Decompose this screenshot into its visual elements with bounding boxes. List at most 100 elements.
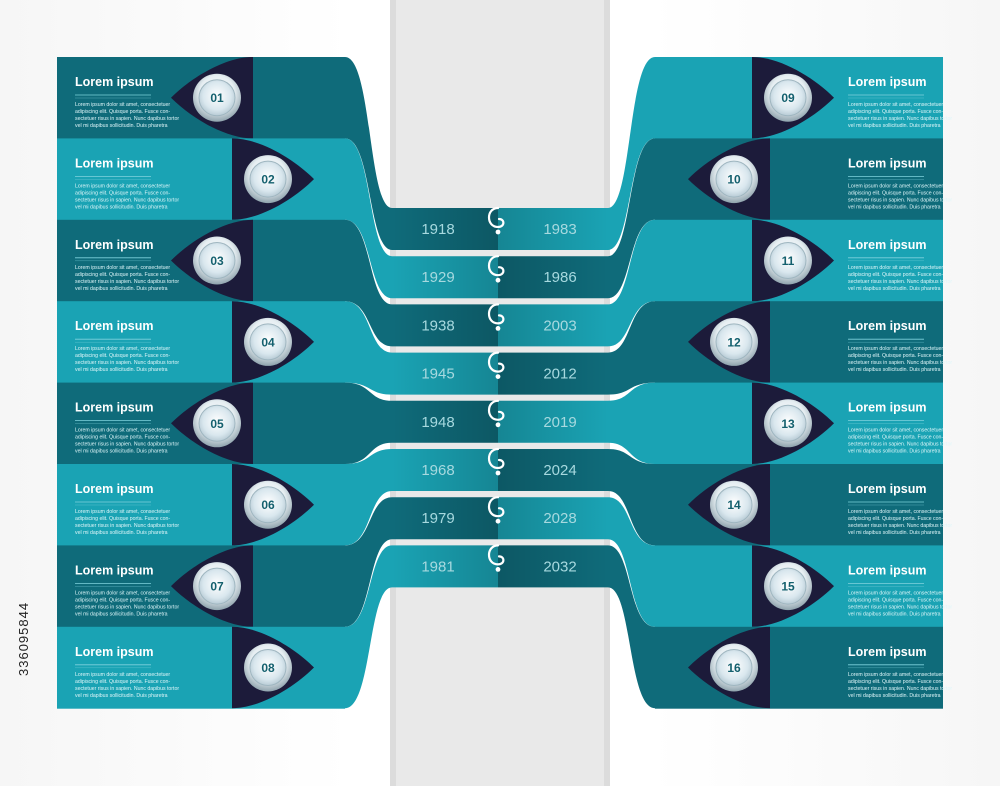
card-body-line: adipiscing elit. Quisque porta. Fusce co… (75, 109, 170, 115)
card-body-line: vel mi dapibus sollicitudin. Duis pharet… (848, 611, 941, 617)
card-body-line: adipiscing elit. Quisque porta. Fusce co… (848, 679, 943, 685)
joint-dot (495, 567, 501, 572)
card-title: Lorem ipsum (75, 238, 154, 252)
card-body-line: adipiscing elit. Quisque porta. Fusce co… (75, 435, 170, 441)
year-label: 1938 (421, 317, 454, 334)
number-badge-inner (249, 323, 287, 361)
card-body-line: adipiscing elit. Quisque porta. Fusce co… (848, 190, 943, 196)
year-band-shade (498, 208, 608, 250)
card-body-line: adipiscing elit. Quisque porta. Fusce co… (75, 353, 170, 359)
number-badge-inner (249, 649, 287, 686)
step-number: 06 (261, 498, 275, 512)
number-badge-inner (769, 242, 807, 279)
card-body-line: vel mi dapibus sollicitudin. Duis pharet… (848, 204, 941, 210)
card-body-line: Lorem ipsum dolor sit amet, consectetuer (75, 183, 170, 189)
step-number: 05 (210, 417, 224, 431)
ribbon-layer (300, 57, 700, 709)
year-label: 2028 (543, 510, 576, 527)
number-badge-inner (198, 567, 236, 605)
year-band-shade (498, 400, 608, 443)
spiral-joint (487, 447, 505, 470)
year-band-shade (392, 545, 498, 588)
card-body-line: adipiscing elit. Quisque porta. Fusce co… (75, 272, 170, 278)
number-badge-inner (249, 160, 287, 198)
year-band-shade (392, 208, 498, 250)
year-band-shade (498, 352, 608, 395)
card-body-line: sectetuer risus in sapien. Nunc dapibus … (848, 686, 952, 692)
card-body-line: Lorem ipsum dolor sit amet, consectetuer (75, 265, 170, 271)
year-band-shade (498, 256, 608, 299)
year-label: 1945 (421, 366, 454, 383)
card-title: Lorem ipsum (848, 75, 927, 89)
card-body-line: sectetuer risus in sapien. Nunc dapibus … (848, 604, 952, 610)
step-number: 11 (782, 254, 795, 268)
year-band-shade (392, 400, 498, 443)
year-band-shade (498, 497, 608, 540)
year-label: 1918 (421, 221, 454, 238)
step-number: 16 (727, 661, 741, 675)
card-body-line: sectetuer risus in sapien. Nunc dapibus … (75, 442, 179, 448)
card-title: Lorem ipsum (75, 401, 154, 415)
card-body-line: sectetuer risus in sapien. Nunc dapibus … (75, 279, 179, 285)
year-label: 1979 (421, 510, 454, 527)
card-body-line: sectetuer risus in sapien. Nunc dapibus … (75, 116, 179, 122)
year-band-shade (392, 256, 498, 299)
step-number: 07 (210, 580, 224, 594)
step-number: 09 (781, 91, 795, 105)
card-body-line: vel mi dapibus sollicitudin. Duis pharet… (848, 530, 941, 536)
joint-dot (495, 326, 501, 331)
card-body-line: Lorem ipsum dolor sit amet, consectetuer (75, 346, 170, 352)
spiral-joint (487, 496, 505, 518)
card-body-line: Lorem ipsum dolor sit amet, consectetuer (848, 265, 943, 271)
number-badge-inner (769, 404, 807, 442)
card-body-line: Lorem ipsum dolor sit amet, consectetuer (848, 672, 943, 678)
card-title: Lorem ipsum (848, 238, 927, 252)
step-number: 10 (727, 173, 741, 187)
spiral-joint (487, 544, 505, 566)
card-body-line: vel mi dapibus sollicitudin. Duis pharet… (75, 611, 168, 617)
step-number: 04 (261, 335, 275, 349)
number-badge-inner (769, 79, 807, 117)
card-title: Lorem ipsum (75, 563, 154, 577)
year-band-shade (392, 352, 498, 395)
year-band-shade (392, 304, 498, 347)
year-label: 2003 (543, 317, 576, 334)
year-band-shade (498, 304, 608, 347)
card-body-line: adipiscing elit. Quisque porta. Fusce co… (75, 190, 170, 196)
stock-id-label: 336095844 (16, 602, 31, 676)
year-label: 2024 (543, 462, 576, 479)
card-body-line: sectetuer risus in sapien. Nunc dapibus … (848, 523, 952, 529)
year-label: 1968 (421, 462, 454, 479)
step-number: 14 (727, 498, 741, 512)
card-body-line: Lorem ipsum dolor sit amet, consectetuer (848, 428, 943, 434)
number-badge-inner (715, 486, 753, 524)
year-band-shade (498, 545, 608, 588)
year-label: 1929 (421, 269, 454, 286)
card-body-line: adipiscing elit. Quisque porta. Fusce co… (848, 272, 943, 278)
step-number: 02 (261, 173, 275, 187)
number-badge-inner (249, 486, 287, 524)
card-title: Lorem ipsum (848, 563, 927, 577)
card-body-line: vel mi dapibus sollicitudin. Duis pharet… (848, 367, 941, 373)
card-body-line: adipiscing elit. Quisque porta. Fusce co… (75, 516, 170, 522)
card-body-line: adipiscing elit. Quisque porta. Fusce co… (75, 679, 170, 685)
card-title: Lorem ipsum (848, 156, 927, 170)
card-body-line: sectetuer risus in sapien. Nunc dapibus … (848, 279, 952, 285)
year-band-shade (498, 449, 608, 491)
card-body-line: sectetuer risus in sapien. Nunc dapibus … (848, 442, 952, 448)
card-title: Lorem ipsum (75, 319, 154, 333)
step-number: 13 (781, 417, 795, 431)
card-title: Lorem ipsum (848, 319, 927, 333)
year-band-shade (392, 449, 498, 491)
card-title: Lorem ipsum (75, 156, 154, 170)
year-label: 1981 (421, 558, 454, 575)
card-body-line: vel mi dapibus sollicitudin. Duis pharet… (75, 123, 168, 129)
